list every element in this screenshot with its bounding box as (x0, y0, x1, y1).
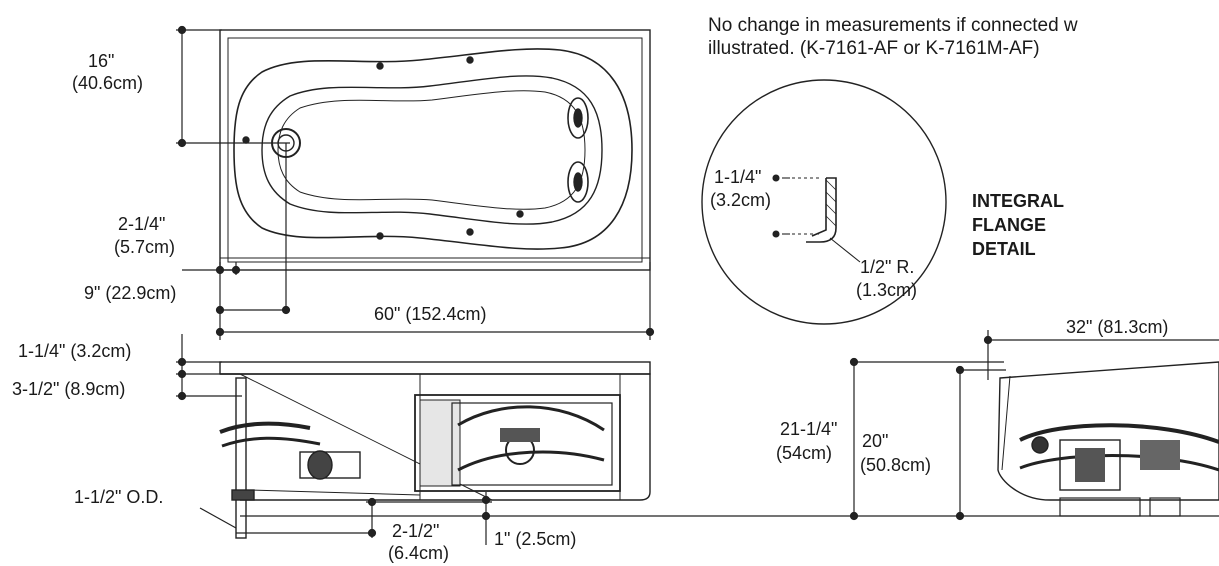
dim-3-1-2-inch: 3-1/2" (8.9cm) (12, 379, 126, 399)
dim-60-inch: 60" (152.4cm) (374, 304, 487, 324)
dim-16-cm: (40.6cm) (72, 73, 144, 93)
measurement-note-line2: illustrated. (K-7161-AF or K-7161M-AF) (708, 38, 1040, 59)
dim-1-inch: 1" (2.5cm) (494, 529, 577, 549)
flange-title-line3: DETAIL (972, 239, 1036, 259)
dim-20-cm: (50.8cm) (860, 455, 932, 475)
dim-16-inch: 16" (88, 51, 115, 71)
flange-dim-cm: (3.2cm) (710, 190, 772, 210)
flange-radius-inch: 1/2" R. (860, 257, 915, 277)
flange-detail-dimensions (772, 174, 861, 263)
dim-1-1-4-inch: 1-1/4" (3.2cm) (18, 341, 132, 361)
dim-9-inch: 9" (22.9cm) (84, 283, 177, 303)
dim-2-1-4-inch: 2-1/4" (118, 214, 166, 234)
dim-32-inch: 32" (81.3cm) (1066, 317, 1169, 337)
dim-1-1-2-od: 1-1/2" O.D. (74, 487, 164, 507)
side-view-dimension-lines (849, 330, 1219, 521)
flange-title-line1: INTEGRAL (972, 191, 1064, 211)
tub-front-view (219, 361, 651, 539)
top-view-dimension-lines (176, 25, 655, 340)
tub-top-view (219, 29, 651, 271)
dim-2-1-2-inch: 2-1/2" (392, 521, 440, 541)
dim-2-1-4-cm: (5.7cm) (114, 237, 176, 257)
flange-dim-inch: 1-1/4" (714, 167, 762, 187)
dim-20-inch: 20" (862, 431, 889, 451)
dim-2-1-2-cm: (6.4cm) (388, 543, 450, 563)
dim-21-1-4-cm: (54cm) (776, 443, 833, 463)
dim-21-1-4-inch: 21-1/4" (780, 419, 838, 439)
flange-title-line2: FLANGE (972, 215, 1046, 235)
flange-radius-cm: (1.3cm) (856, 280, 918, 300)
front-view-dimension-lines (176, 334, 1219, 545)
tub-side-view (997, 361, 1219, 517)
measurement-note-line1: No change in measurements if connected w (708, 15, 1078, 36)
measurement-note: No change in measurements if connected w… (708, 14, 1078, 60)
